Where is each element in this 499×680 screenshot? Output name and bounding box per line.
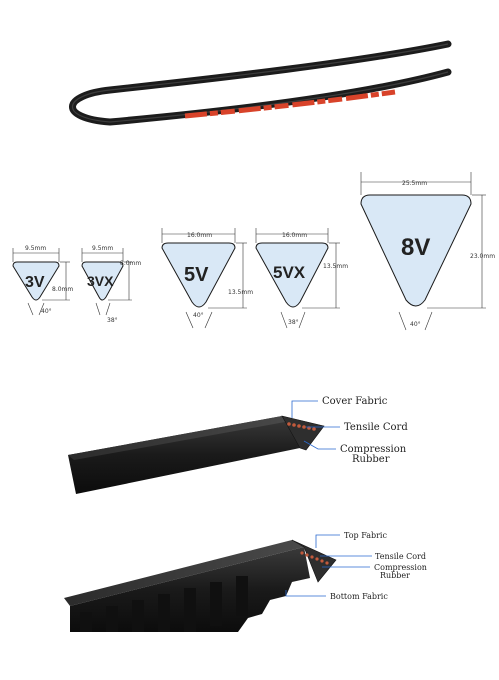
profile-3vx-height: 8.0mm (120, 260, 141, 267)
profile-8v-shape (360, 194, 472, 307)
callout-rubber: Rubber (352, 454, 390, 465)
profile-5v-angle: 40° (193, 312, 204, 319)
belt-red-print (184, 89, 396, 119)
profile-5vx: 5VX 16.0mm 13.5mm 38° (255, 228, 348, 329)
profile-5vx-angle: 38° (288, 319, 299, 326)
profile-3v: 3V 9.5mm 8.0mm 40° (12, 245, 73, 316)
profile-3v-height: 8.0mm (52, 286, 73, 293)
profile-3vx-angle: 38° (107, 317, 118, 324)
callout-rubber-cogged: Rubber (380, 571, 410, 580)
profile-5vx-height: 13.5mm (323, 263, 348, 270)
profile-8v-height: 23.0mm (470, 253, 495, 260)
leader-top-fabric (315, 534, 340, 548)
profile-5v-label: 5V (184, 264, 209, 286)
leader-cover-fabric (291, 400, 318, 418)
profile-5v-top-width: 16.0mm (187, 232, 212, 239)
profile-5v-height: 13.5mm (228, 289, 253, 296)
cogged-belt-teeth (80, 576, 248, 632)
profile-8v-angle: 40° (410, 321, 421, 328)
wrapped-belt-body (68, 416, 300, 494)
wrapped-belt-construction: Cover Fabric Tensile Cord Compression Ru… (68, 396, 408, 494)
cogged-belt-tensile-cords (300, 551, 329, 565)
profile-3v-top-width: 9.5mm (25, 245, 46, 252)
callout-bottom-fabric: Bottom Fabric (330, 592, 388, 601)
looped-belt-image (69, 40, 452, 126)
profile-8v-top-width: 25.5mm (402, 180, 427, 187)
profile-3v-label: 3V (25, 274, 45, 291)
leader-bottom-fabric (285, 590, 326, 597)
profile-3v-shape (12, 261, 60, 301)
cogged-belt-section-end (291, 539, 337, 583)
profile-8v: 8V 25.5mm 23.0mm 40° (360, 172, 495, 331)
profile-5vx-top-width: 16.0mm (282, 232, 307, 239)
callout-compression-cogged: Compression (374, 563, 427, 572)
profile-5vx-label: 5VX (273, 263, 306, 282)
profile-3vx: 3VX 9.5mm 8.0mm 38° (81, 245, 141, 324)
callout-tensile-cord: Tensile Cord (344, 422, 408, 433)
cogged-belt-construction: Top Fabric Tensile Cord Compression Rubb… (64, 531, 427, 632)
belt-loop-inner-edge (71, 43, 449, 123)
profile-5vx-shape (255, 242, 329, 308)
cogged-belt-top-face (64, 540, 304, 606)
profile-3v-angle: 40° (41, 308, 52, 315)
profile-3vx-label: 3VX (87, 273, 114, 289)
profile-3vx-top-width: 9.5mm (92, 245, 113, 252)
profile-cross-sections: 3V 9.5mm 8.0mm 40° 3VX 9.5mm 8.0mm 38° (12, 172, 495, 331)
callout-compression: Compression (340, 444, 407, 455)
callout-tensile-cord-cogged: Tensile Cord (375, 552, 426, 561)
profile-8v-label: 8V (401, 234, 430, 261)
profile-3vx-shape (81, 261, 124, 301)
profile-5v-shape (161, 242, 236, 308)
callout-cover-fabric: Cover Fabric (322, 396, 388, 407)
profile-5v: 5V 16.0mm 13.5mm 40° (161, 228, 253, 329)
wrapped-belt-top-face (68, 416, 296, 460)
callout-top-fabric: Top Fabric (344, 531, 387, 540)
leader-compression-rubber (303, 440, 336, 450)
